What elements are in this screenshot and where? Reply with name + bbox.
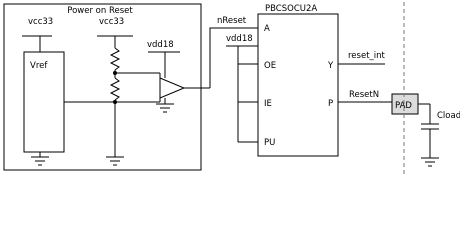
vcc33-right-label: vcc33 [99, 17, 124, 27]
pad-label: PAD [395, 101, 412, 111]
pin-oe-label: OE [264, 61, 276, 71]
upper-resistor [109, 47, 121, 71]
por-block-title: Power on Reset [67, 6, 133, 16]
ground-symbol-divider [106, 156, 124, 166]
ground-symbol-cload [421, 157, 439, 167]
vref-block [23, 51, 65, 153]
vref-label: Vref [30, 61, 48, 71]
ground-symbol-vref [31, 156, 49, 166]
pin-y-label: Y [327, 61, 334, 71]
pin-ie-label: IE [264, 99, 272, 109]
io-cell-vdd-label: vdd18 [226, 34, 253, 44]
io-cell-block [257, 13, 339, 157]
comparator-vdd-label: vdd18 [147, 40, 174, 50]
vcc33-left-label: vcc33 [28, 17, 53, 27]
nreset-net [209, 27, 258, 88]
reset-int-label: reset_int [348, 51, 386, 61]
lower-resistor [109, 77, 121, 101]
pin-pu-label: PU [264, 138, 275, 148]
schematic-canvas: Power on Reset vcc33 Vref vcc33 vdd18 n [3, 2, 460, 174]
pin-p-label: P [328, 99, 333, 109]
nreset-label: nReset [217, 16, 247, 26]
resetn-label: ResetN [349, 90, 379, 100]
power-on-reset-schematic: Power on Reset vcc33 Vref vcc33 vdd18 n [3, 2, 460, 174]
io-cell-title: PBCSOCU2A [265, 4, 317, 14]
pin-a-label: A [264, 24, 270, 34]
load-capacitor [421, 123, 439, 130]
comparator-symbol [159, 77, 186, 99]
ground-symbol-comparator [156, 103, 174, 113]
cload-label: Cload [437, 111, 460, 121]
